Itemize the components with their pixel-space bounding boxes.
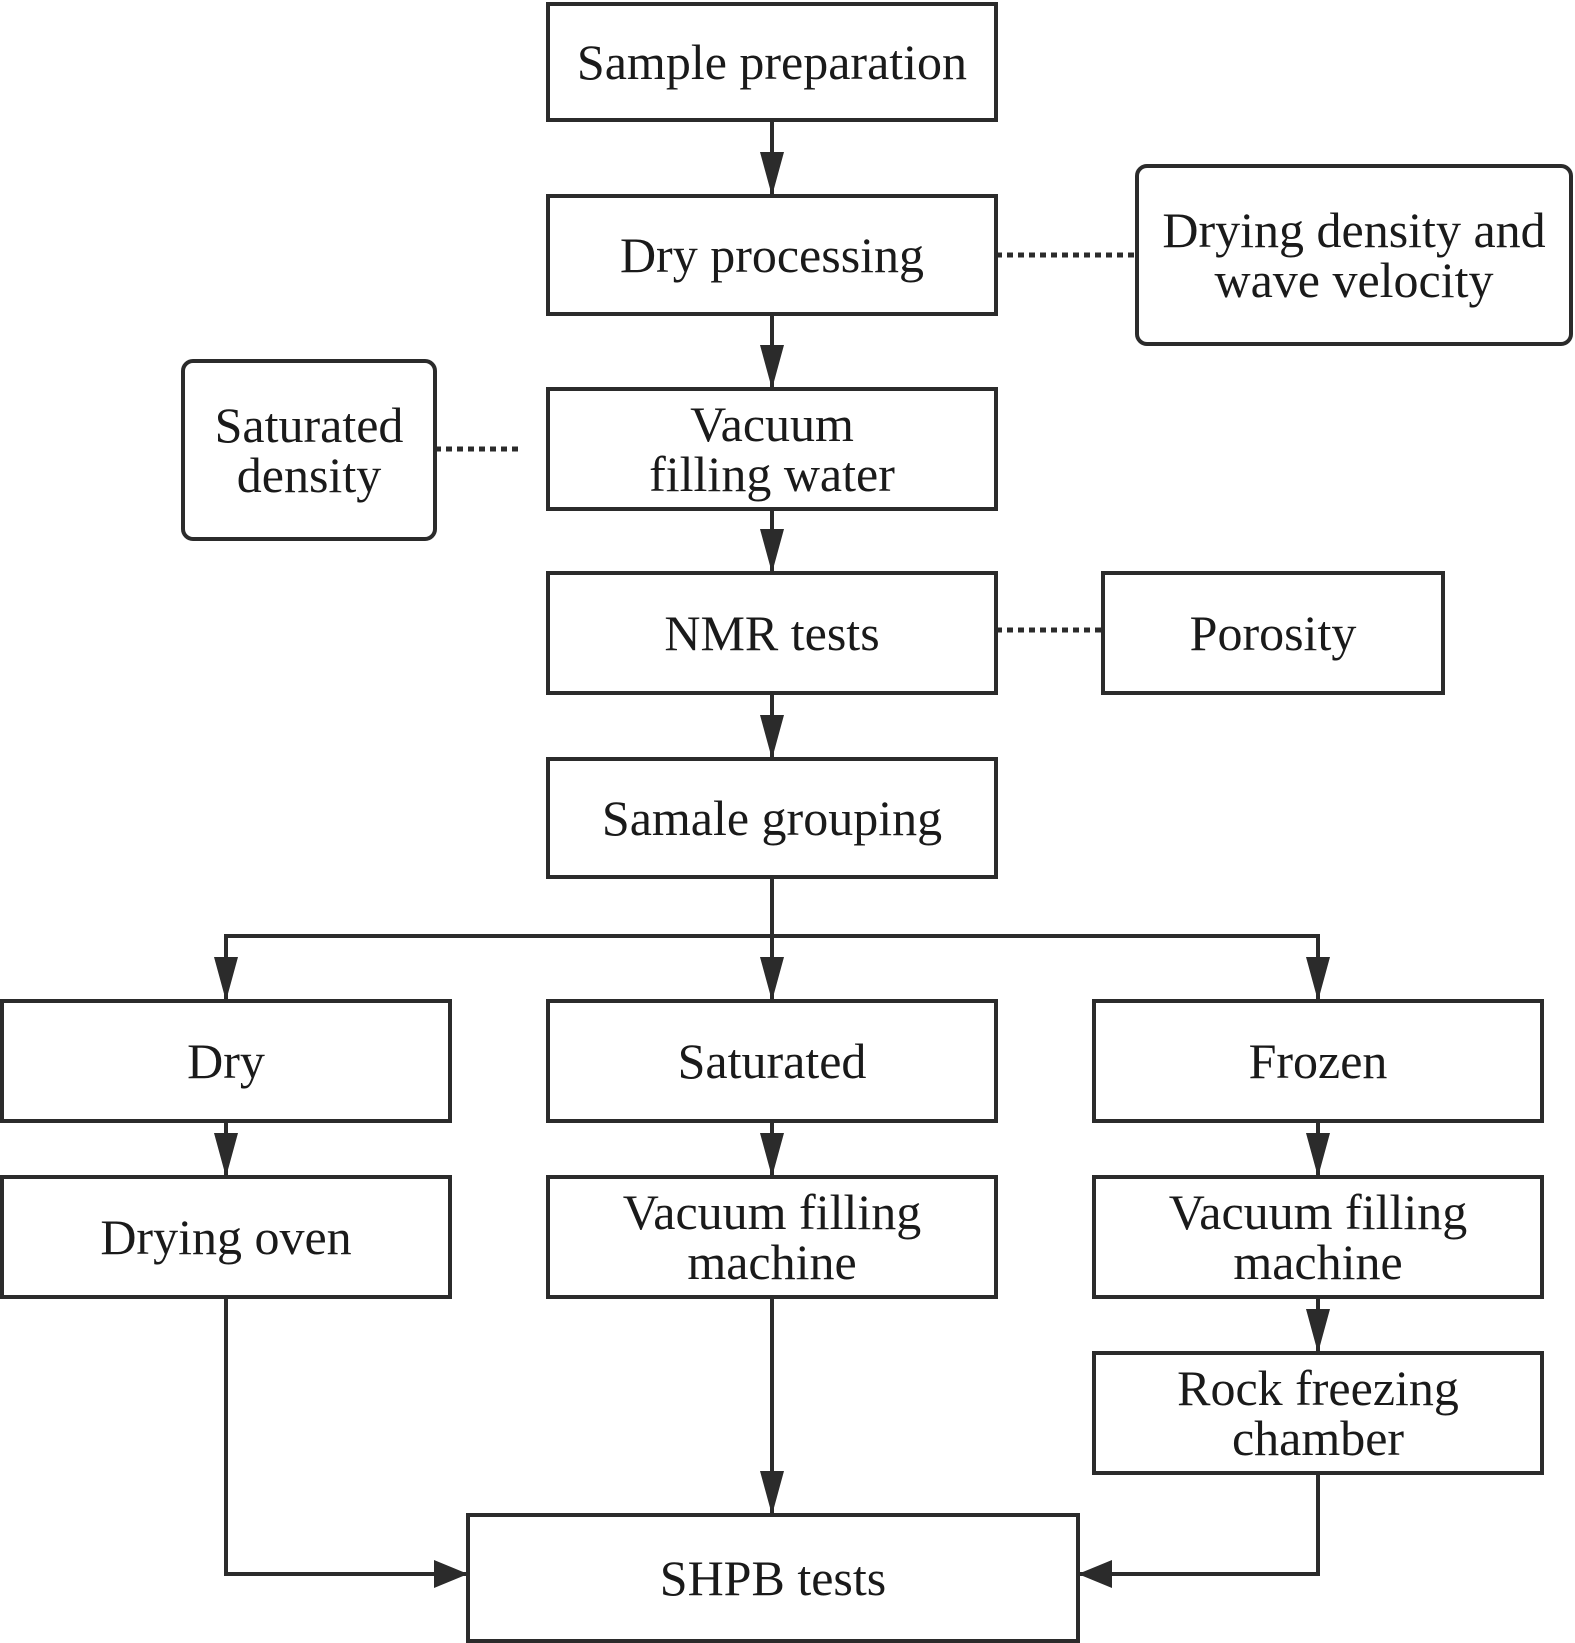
node-box (466, 1513, 1080, 1643)
node-label: NMR tests (664, 605, 879, 661)
node-label: Rock freezing (1177, 1360, 1459, 1416)
node-label: machine (1233, 1234, 1402, 1290)
edge-drying-oven-to-shpb-tests (224, 1297, 468, 1588)
node-samale-grouping: Samale grouping (546, 757, 998, 879)
node-sample-preparation: Sample preparation (546, 2, 998, 122)
node-label: SHPB tests (660, 1550, 886, 1606)
node-box (546, 999, 998, 1123)
arrowhead-icon (760, 1471, 784, 1515)
arrowhead-icon (434, 1560, 468, 1588)
node-label: Dry (187, 1033, 265, 1089)
arrowhead-icon (760, 345, 784, 389)
node-box (1092, 999, 1544, 1123)
node-box (1092, 1351, 1544, 1475)
node-label: Drying oven (100, 1209, 351, 1265)
edge-rock-freezing-chamber-to-shpb-tests (1078, 1473, 1320, 1588)
edges-layer (214, 120, 1330, 1588)
edge-dry-processing-to-vacuum-filling-water (760, 314, 784, 389)
node-label: Saturated (678, 1033, 867, 1089)
node-label: machine (687, 1234, 856, 1290)
arrowhead-icon (1078, 1560, 1112, 1588)
node-label: Vacuum filling (1169, 1184, 1468, 1240)
arrowhead-icon (760, 529, 784, 573)
node-box (1101, 571, 1445, 695)
node-frozen: Frozen (1092, 999, 1544, 1123)
arrowhead-icon (760, 152, 784, 196)
node-box (546, 387, 998, 511)
edge-vacuum-filling-machine-2-to-rock-freezing-chamber (1306, 1297, 1330, 1353)
node-box (181, 359, 437, 541)
node-nmr-tests: NMR tests (546, 571, 998, 695)
node-label: chamber (1232, 1410, 1404, 1466)
node-label: Frozen (1249, 1033, 1388, 1089)
connector-line (224, 877, 774, 1001)
node-label: Drying density and (1162, 202, 1545, 258)
node-box (1135, 164, 1573, 346)
node-label: Vacuum filling (623, 1184, 922, 1240)
node-box (546, 1175, 998, 1299)
node-drying-oven: Drying oven (0, 1175, 452, 1299)
node-dry: Dry (0, 999, 452, 1123)
connector-line (770, 877, 1320, 1001)
node-saturated: Saturated (546, 999, 998, 1123)
edge-frozen-to-vacuum-filling-machine-2 (1306, 1121, 1330, 1177)
edge-samale-grouping-to-frozen (770, 877, 1330, 1001)
arrowhead-icon (214, 957, 238, 1001)
node-label: Sample preparation (577, 34, 967, 90)
node-shpb-tests: SHPB tests (466, 1513, 1080, 1643)
node-label: Saturated (215, 397, 404, 453)
edge-nmr-tests-to-samale-grouping (760, 693, 784, 759)
node-box (546, 571, 998, 695)
node-label: density (237, 447, 381, 503)
connector-line (1078, 1473, 1320, 1576)
node-box (546, 2, 998, 122)
node-label: Vacuum (690, 396, 854, 452)
edge-vacuum-filling-water-to-nmr-tests (760, 509, 784, 573)
node-box (0, 1175, 452, 1299)
node-box (546, 194, 998, 316)
edge-saturated-to-vacuum-filling-machine-1 (760, 1121, 784, 1177)
arrowhead-icon (760, 1133, 784, 1177)
node-box (546, 757, 998, 879)
node-label: Porosity (1190, 605, 1357, 661)
node-label: Dry processing (620, 227, 924, 283)
arrowhead-icon (760, 957, 784, 1001)
node-box (1092, 1175, 1544, 1299)
arrowhead-icon (1306, 1309, 1330, 1353)
edge-vacuum-filling-machine-1-to-shpb-tests (760, 1297, 784, 1515)
node-label: wave velocity (1214, 252, 1493, 308)
node-porosity: Porosity (1101, 571, 1445, 695)
node-label: filling water (649, 446, 895, 502)
arrowhead-icon (760, 715, 784, 759)
arrowhead-icon (1306, 1133, 1330, 1177)
edge-samale-grouping-to-dry (214, 877, 774, 1001)
node-label: Samale grouping (602, 790, 942, 846)
node-box (0, 999, 452, 1123)
arrowhead-icon (1306, 957, 1330, 1001)
node-dry-processing: Dry processing (546, 194, 998, 316)
arrowhead-icon (214, 1133, 238, 1177)
edge-dry-to-drying-oven (214, 1121, 238, 1177)
connector-line (224, 1297, 468, 1576)
edge-sample-preparation-to-dry-processing (760, 120, 784, 196)
